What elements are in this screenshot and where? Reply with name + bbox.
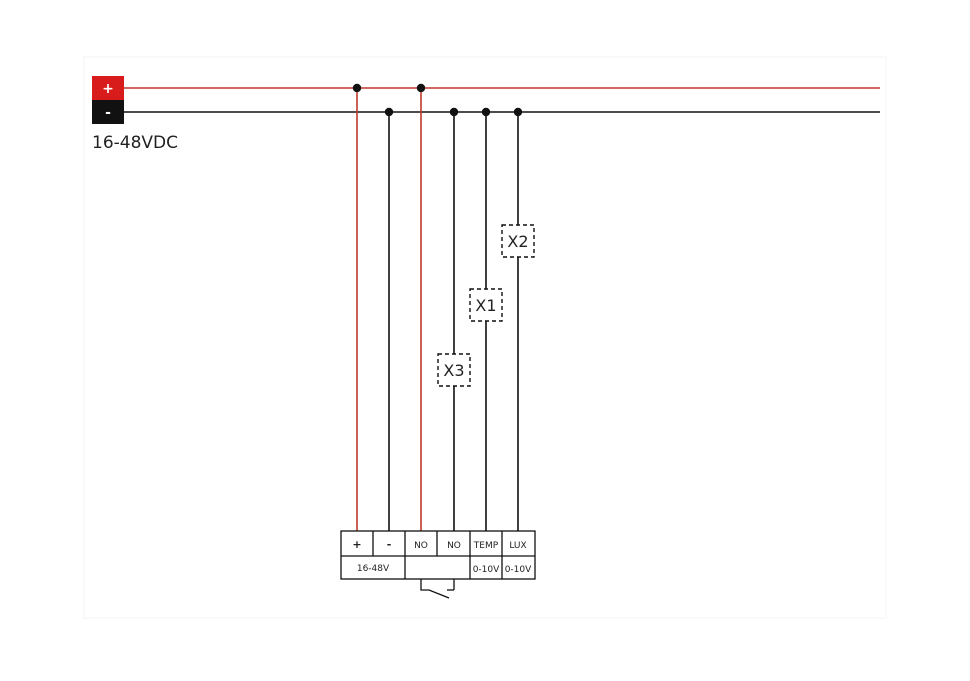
minus-badge-label: - <box>105 105 111 121</box>
junction-dot <box>352 83 362 93</box>
sensor-x3-label: X3 <box>443 361 464 380</box>
plus-badge-label: + <box>102 81 114 97</box>
junction-dot <box>481 107 491 117</box>
terminal-label-lux: LUX <box>509 541 526 551</box>
power-range-label: 16-48V <box>357 564 390 574</box>
terminal-label-no-1: NO <box>414 541 428 551</box>
sensor-x3: X3 <box>437 353 471 387</box>
sensor-x1: X1 <box>469 288 503 322</box>
sensor-x1-label: X1 <box>475 296 496 315</box>
terminal-label-minus: - <box>387 538 392 551</box>
junction-dot <box>384 107 394 117</box>
junction-dot <box>449 107 459 117</box>
sensor-x2: X2 <box>501 224 535 258</box>
lux-range-label: 0-10V <box>505 565 532 575</box>
minus-terminal-badge: - <box>92 100 124 124</box>
relay-contact-symbol <box>420 579 455 599</box>
terminal-label-no-2: NO <box>447 541 461 551</box>
junction-dot <box>416 83 426 93</box>
terminal-block <box>340 530 536 580</box>
terminal-label-plus: + <box>352 538 361 551</box>
junction-dot <box>513 107 523 117</box>
plus-terminal-badge: + <box>92 76 124 100</box>
sensor-x2-label: X2 <box>507 232 528 251</box>
sheet-border <box>83 56 887 619</box>
supply-voltage-label: 16-48VDC <box>92 133 178 153</box>
terminal-label-temp: TEMP <box>473 541 499 551</box>
temp-range-label: 0-10V <box>473 565 500 575</box>
